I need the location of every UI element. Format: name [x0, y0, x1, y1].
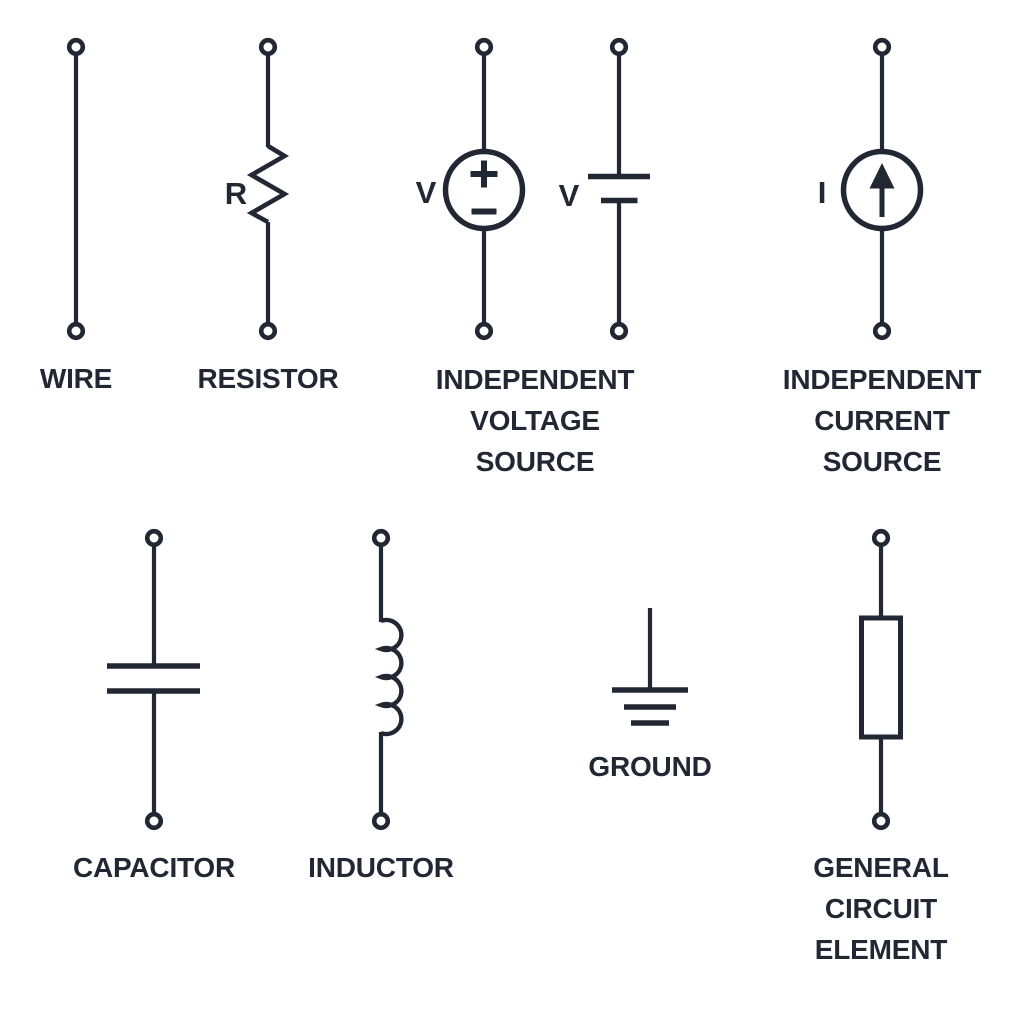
general-element-box [859, 615, 903, 740]
terminal-node-icon [871, 528, 891, 548]
general-element-label: GENERAL CIRCUIT ELEMENT [813, 847, 949, 970]
terminal-node-icon [609, 37, 629, 57]
current-source-letter: I [818, 175, 827, 210]
ground-symbol [612, 608, 688, 726]
terminal-node-icon [258, 321, 278, 341]
capacitor-label: CAPACITOR [72, 852, 236, 883]
terminal-node-icon [609, 321, 629, 341]
inductor-symbol [371, 528, 404, 831]
terminal-node-icon [66, 321, 86, 341]
capacitor-symbol [107, 528, 200, 831]
general-element-label-line: ELEMENT [814, 934, 948, 965]
voltage-source-circle-symbol: V [416, 37, 526, 341]
general-element-label-line: GENERAL [813, 852, 949, 883]
plus-icon [470, 160, 498, 188]
terminal-node-icon [144, 528, 164, 548]
current-source-label: INDEPENDENT CURRENT SOURCE [783, 359, 982, 482]
battery-letter: V [559, 178, 580, 213]
terminal-node-icon [871, 811, 891, 831]
voltage-source-letter: V [416, 175, 437, 210]
general-element-symbol [859, 528, 903, 831]
resistor-letter: R [225, 176, 247, 211]
inductor-label: INDUCTOR [308, 852, 454, 883]
voltage-source-label-line: INDEPENDENT [435, 364, 635, 395]
ground-label: GROUND [588, 751, 712, 782]
current-source-label-line: CURRENT [814, 405, 950, 436]
voltage-source-label: INDEPENDENT VOLTAGE SOURCE [436, 359, 635, 482]
current-source-label-line: INDEPENDENT [782, 364, 982, 395]
terminal-node-icon [474, 321, 494, 341]
terminal-node-icon [66, 37, 86, 57]
terminal-node-icon [144, 811, 164, 831]
inductor-coil [374, 617, 404, 737]
resistor-label: RESISTOR [197, 363, 339, 394]
wire-symbol [66, 37, 86, 341]
resistor-symbol: R [225, 37, 290, 341]
current-source-symbol: I [818, 37, 924, 341]
current-source-label-line: SOURCE [822, 446, 942, 477]
terminal-node-icon [872, 321, 892, 341]
arrow-up-icon [869, 163, 895, 217]
voltage-source-label-line: SOURCE [475, 446, 595, 477]
terminal-node-icon [371, 528, 391, 548]
voltage-source-circle [442, 148, 526, 232]
general-element-label-line: CIRCUIT [824, 893, 938, 924]
resistor-zigzag [246, 144, 290, 225]
terminal-node-icon [258, 37, 278, 57]
terminal-node-icon [872, 37, 892, 57]
terminal-node-icon [474, 37, 494, 57]
wire-label: WIRE [39, 363, 113, 394]
voltage-source-label-line: VOLTAGE [470, 405, 600, 436]
terminal-node-icon [371, 811, 391, 831]
voltage-source-battery-symbol: V [559, 37, 650, 341]
